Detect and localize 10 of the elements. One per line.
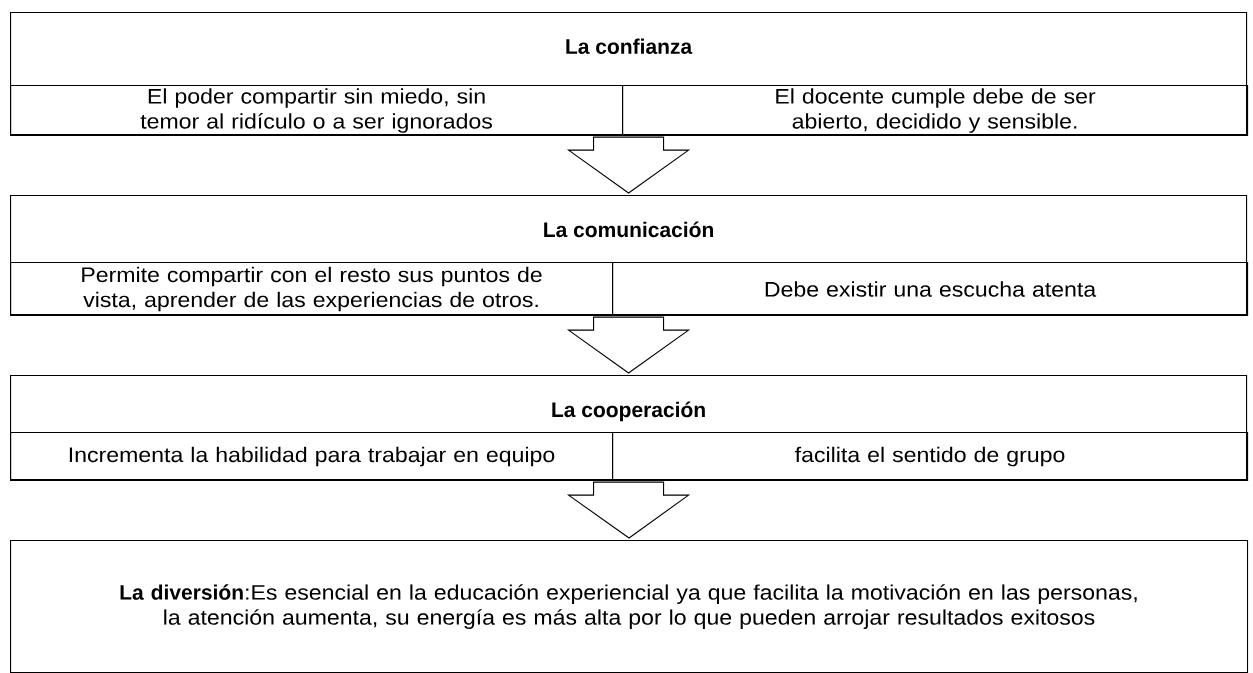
text-cell: Debe existir una escucha atenta xyxy=(612,262,1249,317)
block-arrow xyxy=(566,136,691,194)
block-arrow xyxy=(566,481,691,539)
text-cell: facilita el sentido de grupo xyxy=(612,432,1249,482)
text-box: La diversión:Es esencial en la educación experiencial ya que facilita la motivación en las personas, la atención aumenta, su energía es más alta por lo que pueden arrojar resultados exitosos xyxy=(10,540,1249,673)
text-cell: Permite compartir con el resto sus puntos de vista, aprender de las experiencias de otros. xyxy=(10,262,614,317)
text-cell: Incrementa la habilidad para trabajar en equipo xyxy=(10,432,614,482)
text-cell: El docente cumple debe de ser abierto, decidido y sensible. xyxy=(622,85,1249,137)
text-cell: El poder compartir sin miedo, sin temor al ridículo o a ser ignorados xyxy=(10,85,624,137)
block-arrow xyxy=(566,316,691,374)
